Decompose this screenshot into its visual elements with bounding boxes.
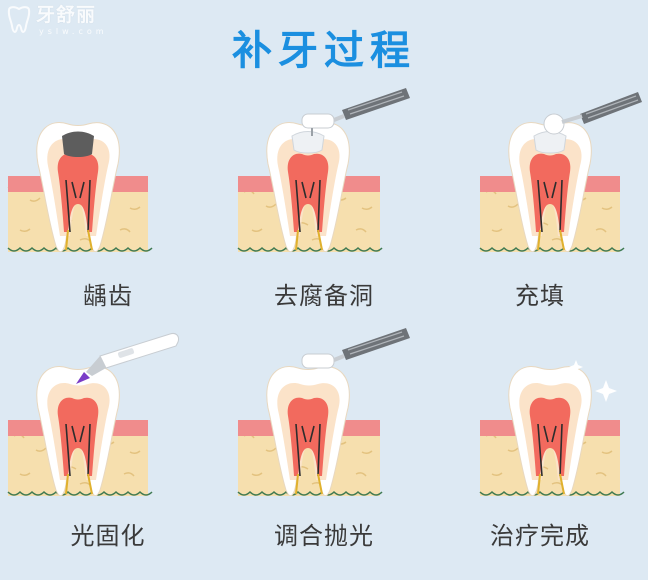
tooth: [266, 366, 350, 497]
sparkle-icon: [569, 360, 617, 402]
step-label: 去腐备洞: [274, 282, 374, 310]
polishing-tooth-illustration: [237, 328, 410, 497]
tooth-logo-icon: [7, 6, 31, 33]
decayed-tooth-illustration: [7, 122, 153, 253]
filling-material: [533, 131, 567, 154]
watermark-logo: 牙舒丽 yslw.com: [6, 6, 108, 36]
filling-instrument-icon: [543, 92, 642, 135]
step-decay: 龋齿: [0, 80, 216, 340]
dental-drill-icon: [301, 88, 410, 136]
page-title: 补牙过程: [232, 28, 416, 74]
step-label: 龋齿: [83, 282, 133, 310]
tooth: [508, 366, 592, 497]
curing-light-icon: [76, 333, 179, 384]
curing-light-beam: [76, 372, 90, 384]
step-label: 光固化: [70, 522, 146, 550]
tooth: [36, 122, 120, 253]
step-curing: 光固化: [0, 320, 216, 580]
step-polish: 调合抛光: [216, 320, 432, 580]
filling-tooth-illustration: [479, 92, 642, 253]
dental-drill-icon: [301, 328, 410, 378]
step-label: 充填: [515, 282, 565, 310]
tooth: [508, 122, 592, 253]
curing-tooth-illustration: [7, 333, 179, 497]
watermark-brand-en: yslw.com: [39, 27, 108, 36]
step-drill: 去腐备洞: [216, 80, 432, 340]
watermark-brand-cn: 牙舒丽: [36, 4, 97, 26]
step-complete: 治疗完成: [432, 320, 648, 580]
drilling-tooth-illustration: [237, 88, 410, 253]
step-label: 调合抛光: [274, 522, 374, 550]
tooth: [36, 366, 120, 497]
completed-tooth-illustration: [479, 360, 625, 497]
step-fill: 充填: [432, 80, 648, 340]
step-label: 治疗完成: [490, 522, 590, 550]
prepared-cavity: [291, 131, 325, 154]
tooth: [266, 122, 350, 253]
decay-cavity: [62, 131, 94, 157]
